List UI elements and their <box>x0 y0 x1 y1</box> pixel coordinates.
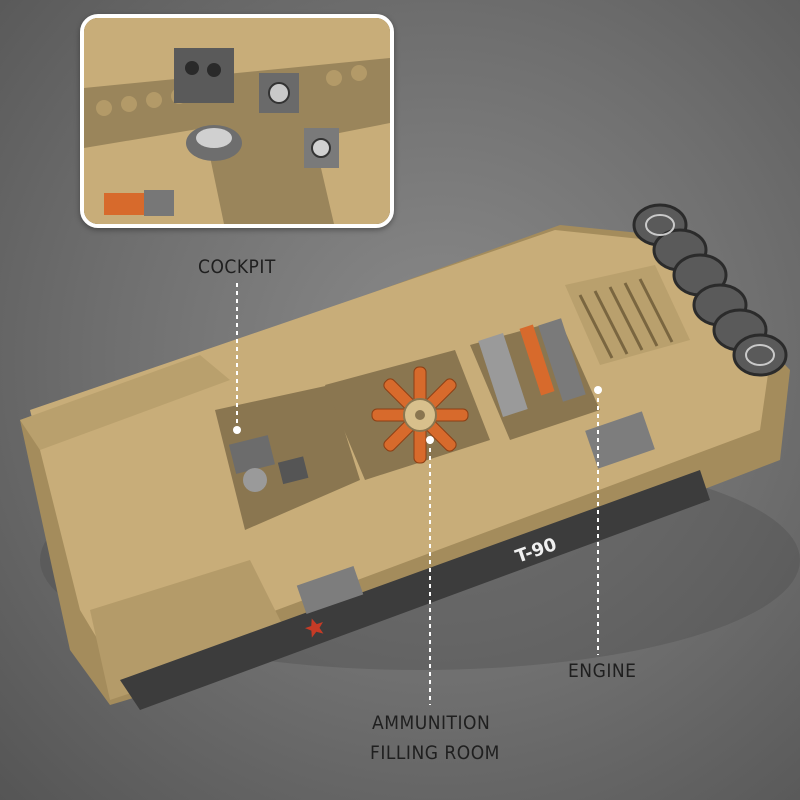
rear-compartment <box>470 318 600 440</box>
engine-leader-dot <box>594 386 602 394</box>
engine-compartment <box>325 350 490 480</box>
side-panel <box>585 411 655 469</box>
engine-label: ENGINE <box>568 660 637 682</box>
ammunition-label-line2: FILLING ROOM <box>370 742 500 764</box>
side-panel <box>296 566 364 614</box>
cockpit-compartment <box>215 385 360 530</box>
rear-grille <box>565 265 690 365</box>
ammo-leader-dot <box>426 436 434 444</box>
radial-engine <box>371 366 469 464</box>
red-star-icon <box>305 618 324 638</box>
ammunition-label-line1: AMMUNITION <box>372 712 491 734</box>
cockpit-leader-dot <box>233 426 241 434</box>
cockpit-closeup-inset <box>80 14 394 228</box>
cockpit-label: COCKPIT <box>198 256 276 278</box>
exhaust-drums <box>632 203 788 377</box>
